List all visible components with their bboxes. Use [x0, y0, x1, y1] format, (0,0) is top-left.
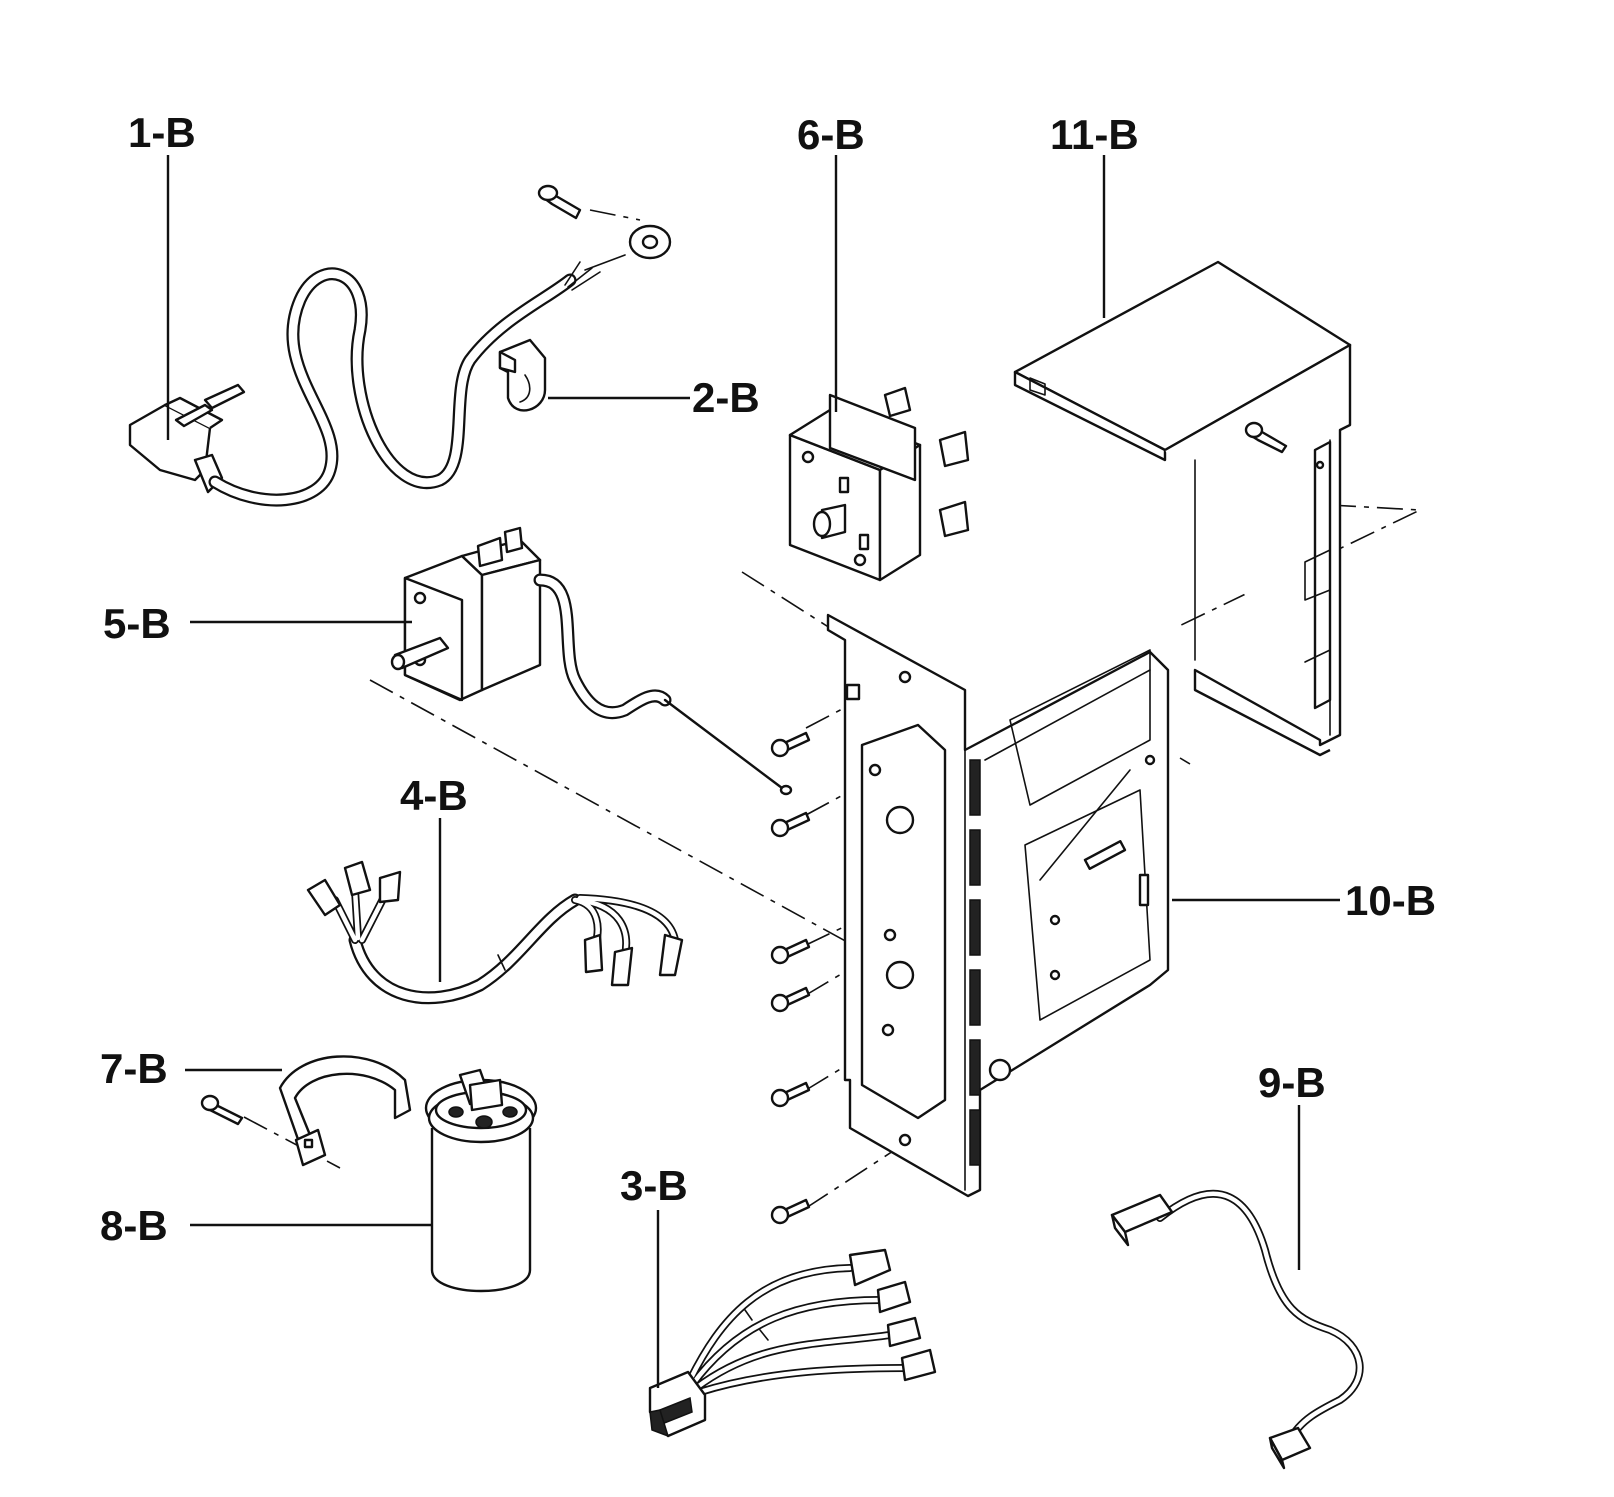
cover-part [1013, 260, 1352, 757]
connector-harness-part [648, 1248, 937, 1438]
callout-6: 6-B [797, 111, 865, 158]
callout-9: 9-B [1258, 1059, 1326, 1106]
leader-lines [166, 155, 1340, 1388]
callout-1: 1-B [128, 109, 196, 156]
callout-5: 5-B [103, 600, 171, 647]
mounting-bracket-part [826, 613, 1170, 1198]
thermostat-part [390, 526, 793, 796]
callout-10: 10-B [1345, 877, 1436, 924]
callout-4: 4-B [400, 772, 468, 819]
power-cord-part [128, 184, 672, 507]
callout-2: 2-B [692, 374, 760, 421]
callout-8: 8-B [100, 1202, 168, 1249]
callout-11: 11-B [1050, 111, 1139, 158]
sensor-wire-part [1110, 1189, 1364, 1470]
callout-7: 7-B [100, 1045, 168, 1092]
wire-harness-part [306, 860, 684, 1005]
capacitor-part [424, 1068, 538, 1293]
callout-labels: 1-B 2-B 3-B 4-B 5-B 6-B 7-B 8-B 9-B 10-B… [100, 109, 1436, 1249]
cord-clamp-part [498, 338, 547, 412]
capacitor-clamp-part [200, 1055, 412, 1167]
bracket-screws [770, 731, 811, 1225]
selector-switch-part [788, 386, 970, 582]
callout-3: 3-B [620, 1162, 688, 1209]
